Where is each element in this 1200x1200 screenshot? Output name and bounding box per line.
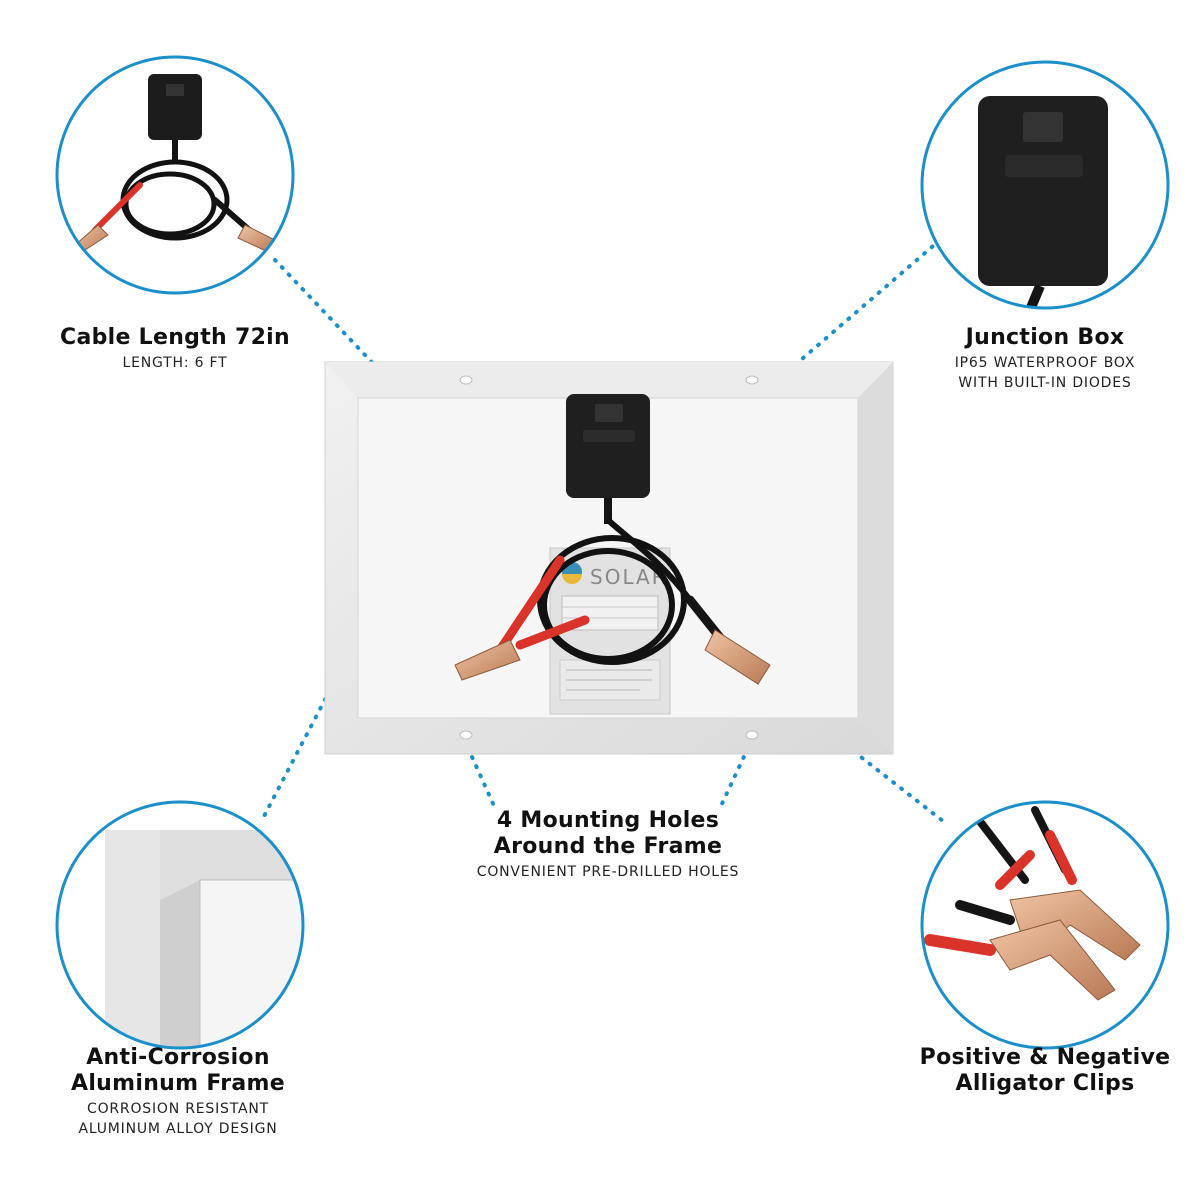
frame-detail-circle bbox=[55, 800, 305, 1050]
junction-detail-border bbox=[920, 60, 1170, 310]
cable-detail-border bbox=[55, 55, 295, 295]
alligator-clip-red bbox=[454, 555, 590, 681]
mounting-hole bbox=[745, 375, 759, 385]
mounting-hole bbox=[745, 730, 759, 740]
frame-callout: Anti-Corrosion Aluminum Frame CORROSION … bbox=[20, 1045, 336, 1139]
clips-detail-circle bbox=[920, 800, 1170, 1050]
cable-callout-title: Cable Length 72in bbox=[60, 325, 290, 350]
mounting-callout-title: 4 Mounting Holes Around the Frame bbox=[493, 808, 723, 859]
mounting-callout: 4 Mounting Holes Around the Frame CONVEN… bbox=[420, 808, 796, 882]
clips-detail-border bbox=[920, 800, 1170, 1050]
panel-frame-bevel bbox=[325, 362, 893, 398]
junction-detail-circle bbox=[920, 60, 1170, 310]
clips-callout-title: Positive & Negative Alligator Clips bbox=[919, 1045, 1171, 1096]
connector-clips bbox=[773, 688, 950, 827]
connector-hole-right bbox=[718, 746, 750, 810]
clips-callout: Positive & Negative Alligator Clips bbox=[890, 1045, 1200, 1097]
mounting-callout-subtitle: CONVENIENT PRE-DRILLED HOLES bbox=[476, 864, 740, 880]
frame-callout-subtitle: CORROSION RESISTANT ALUMINUM ALLOY DESIG… bbox=[78, 1101, 278, 1137]
panel-frame-bevel-right bbox=[858, 362, 893, 754]
connector-frame bbox=[260, 688, 332, 822]
mounting-hole bbox=[459, 375, 473, 385]
junction-callout-subtitle: IP65 WATERPROOF BOX WITH BUILT-IN DIODES bbox=[954, 355, 1136, 391]
junction-callout-title: Junction Box bbox=[965, 325, 1125, 350]
mounting-hole bbox=[459, 730, 473, 740]
cable-detail-circle bbox=[55, 55, 295, 295]
connector-hole-left bbox=[466, 746, 497, 810]
cable-coil bbox=[537, 517, 725, 665]
solar-panel: SOLAR bbox=[324, 361, 894, 755]
frame-callout-title: Anti-Corrosion Aluminum Frame bbox=[71, 1045, 285, 1096]
junction-callout: Junction Box IP65 WATERPROOF BOX WITH BU… bbox=[895, 325, 1195, 393]
alligator-clip-black bbox=[685, 595, 771, 685]
cable-callout: Cable Length 72in LENGTH: 6 FT bbox=[20, 325, 330, 373]
cable-callout-subtitle: LENGTH: 6 FT bbox=[122, 355, 228, 371]
junction-box bbox=[566, 394, 650, 524]
frame-detail-border bbox=[55, 800, 305, 1050]
